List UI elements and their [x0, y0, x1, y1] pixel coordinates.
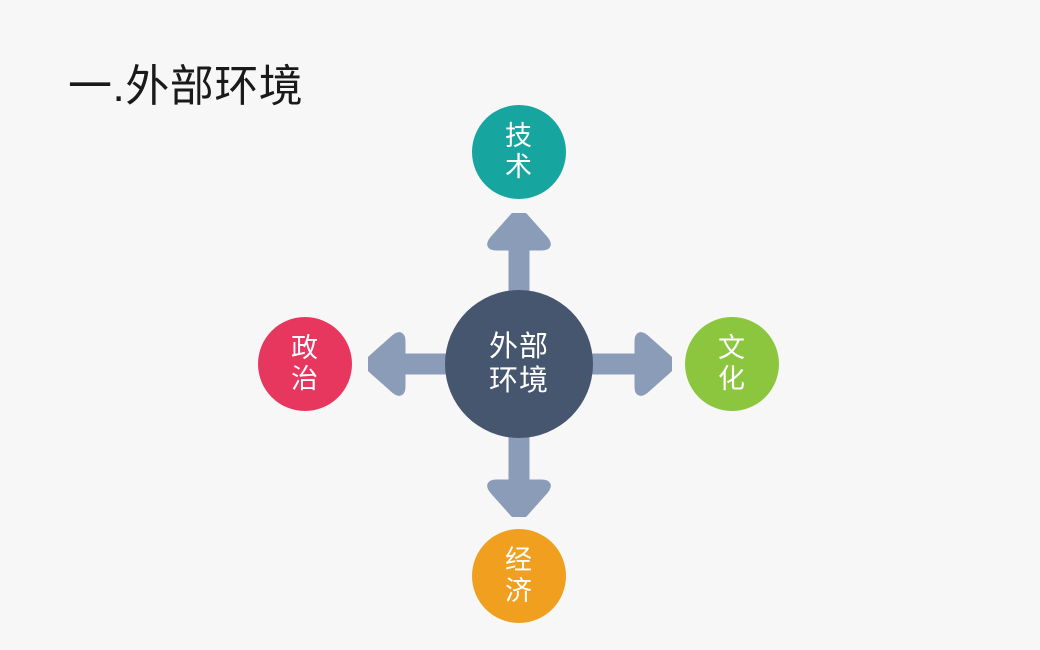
arrow-right-icon	[576, 328, 675, 400]
arrow-left-icon	[365, 328, 464, 400]
arrow-down-icon	[483, 421, 555, 520]
node-technology-label: 技术	[504, 120, 533, 182]
arrow-up-icon	[483, 210, 555, 309]
node-politics[interactable]: 政治	[258, 317, 352, 411]
node-politics-label: 政治	[290, 332, 319, 394]
node-center-label: 外部环境	[488, 330, 549, 397]
node-center-external-environment[interactable]: 外部环境	[445, 290, 593, 438]
node-technology[interactable]: 技术	[472, 105, 566, 199]
node-economy-label: 经济	[504, 544, 533, 606]
node-culture[interactable]: 文化	[685, 317, 779, 411]
external-environment-diagram: 外部环境 技术 文化 经济 政治	[250, 95, 795, 640]
slide-title: 一.外部环境	[68, 62, 304, 111]
node-economy[interactable]: 经济	[472, 529, 566, 623]
node-culture-label: 文化	[717, 332, 746, 394]
